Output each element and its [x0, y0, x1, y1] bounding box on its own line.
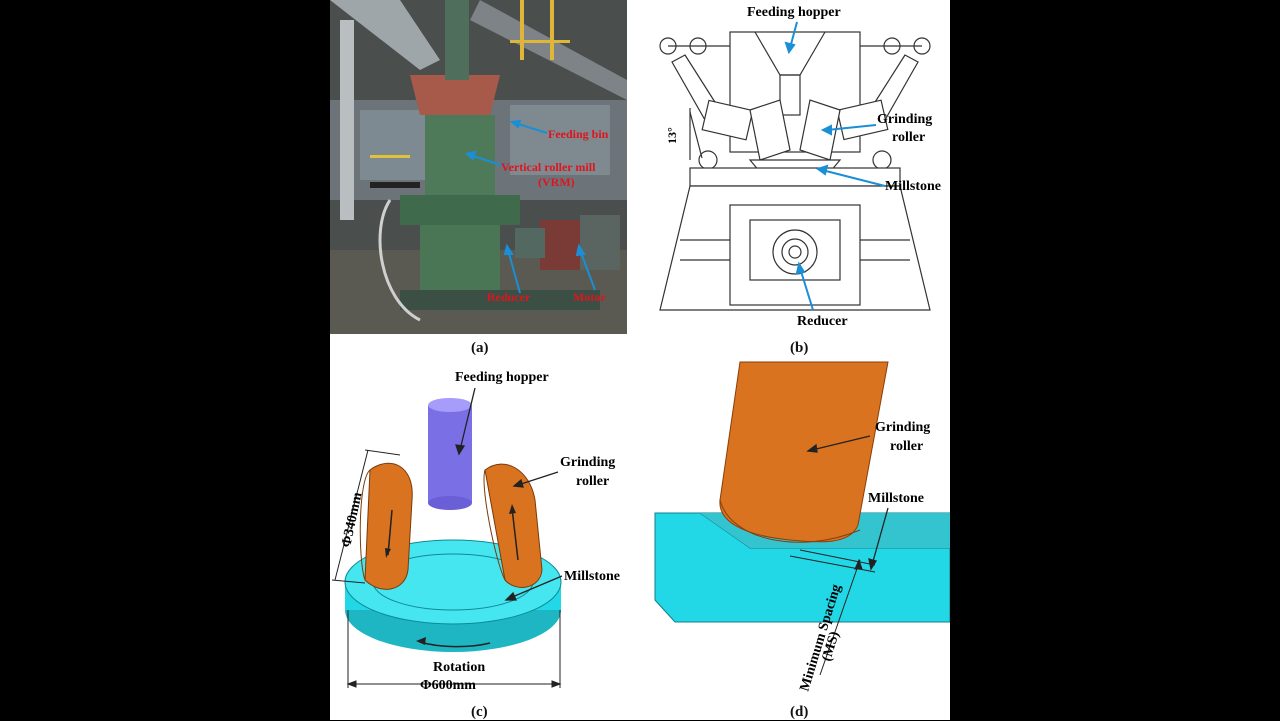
label-c-grinding-roller-2: roller — [576, 474, 609, 489]
label-b-reducer: Reducer — [797, 314, 848, 329]
roller-right — [483, 463, 543, 588]
caption-b: (b) — [790, 340, 809, 356]
closeup-callout-arrows — [806, 435, 889, 571]
photo-arrows — [464, 119, 596, 294]
label-b-grinding-roller-2: roller — [892, 130, 925, 145]
label-d-grinding-roller-1: Grinding — [875, 420, 930, 435]
label-feeding-bin: Feeding bin — [548, 127, 609, 141]
label-c-millstone: Millstone — [564, 569, 620, 584]
label-d-millstone: Millstone — [868, 491, 924, 506]
schematic-drawing: 13° Feeding hopper Grinding roller Mills… — [659, 5, 941, 329]
label-c-grinding-roller-1: Grinding — [560, 455, 615, 470]
panel-c-3d-model: Feeding hopper Grinding roller Millstone… — [330, 360, 640, 720]
schematic-arrows — [784, 21, 886, 311]
panel-a-photo: Feeding bin Vertical roller mill (VRM) R… — [330, 0, 627, 334]
label-b-millstone: Millstone — [885, 179, 941, 194]
roller-left — [359, 462, 413, 590]
model-drawing: Feeding hopper Grinding roller Millstone… — [331, 370, 620, 693]
label-c-rotation: Rotation — [433, 660, 485, 675]
photo-illustration: Feeding bin Vertical roller mill (VRM) R… — [330, 0, 627, 334]
caption-d: (d) — [790, 704, 809, 720]
caption-c: (c) — [471, 704, 488, 720]
label-vrm-line1: Vertical roller mill — [501, 160, 596, 174]
label-b-grinding-roller-1: Grinding — [877, 112, 932, 127]
label-d-grinding-roller-2: roller — [890, 439, 923, 454]
closeup-drawing: Minimum Spacing (MS) Grinding roller Mil… — [654, 361, 950, 693]
label-c-feeding-hopper: Feeding hopper — [455, 370, 549, 385]
caption-a: (a) — [471, 340, 489, 356]
panel-d-closeup: Minimum Spacing (MS) Grinding roller Mil… — [640, 360, 950, 720]
label-angle: 13° — [665, 127, 679, 144]
model-callout-arrows — [455, 387, 563, 601]
panel-b-schematic: 13° Feeding hopper Grinding roller Mills… — [640, 0, 950, 334]
label-c-roller-diameter: Φ340mm — [339, 491, 365, 549]
label-b-feeding-hopper: Feeding hopper — [747, 5, 841, 20]
figure: Feeding bin Vertical roller mill (VRM) R… — [330, 0, 950, 720]
label-c-millstone-diameter: Φ600mm — [420, 678, 476, 693]
label-reducer-photo: Reducer — [487, 290, 531, 304]
label-motor: Motor — [573, 290, 606, 304]
label-vrm-line2: (VRM) — [538, 175, 575, 189]
